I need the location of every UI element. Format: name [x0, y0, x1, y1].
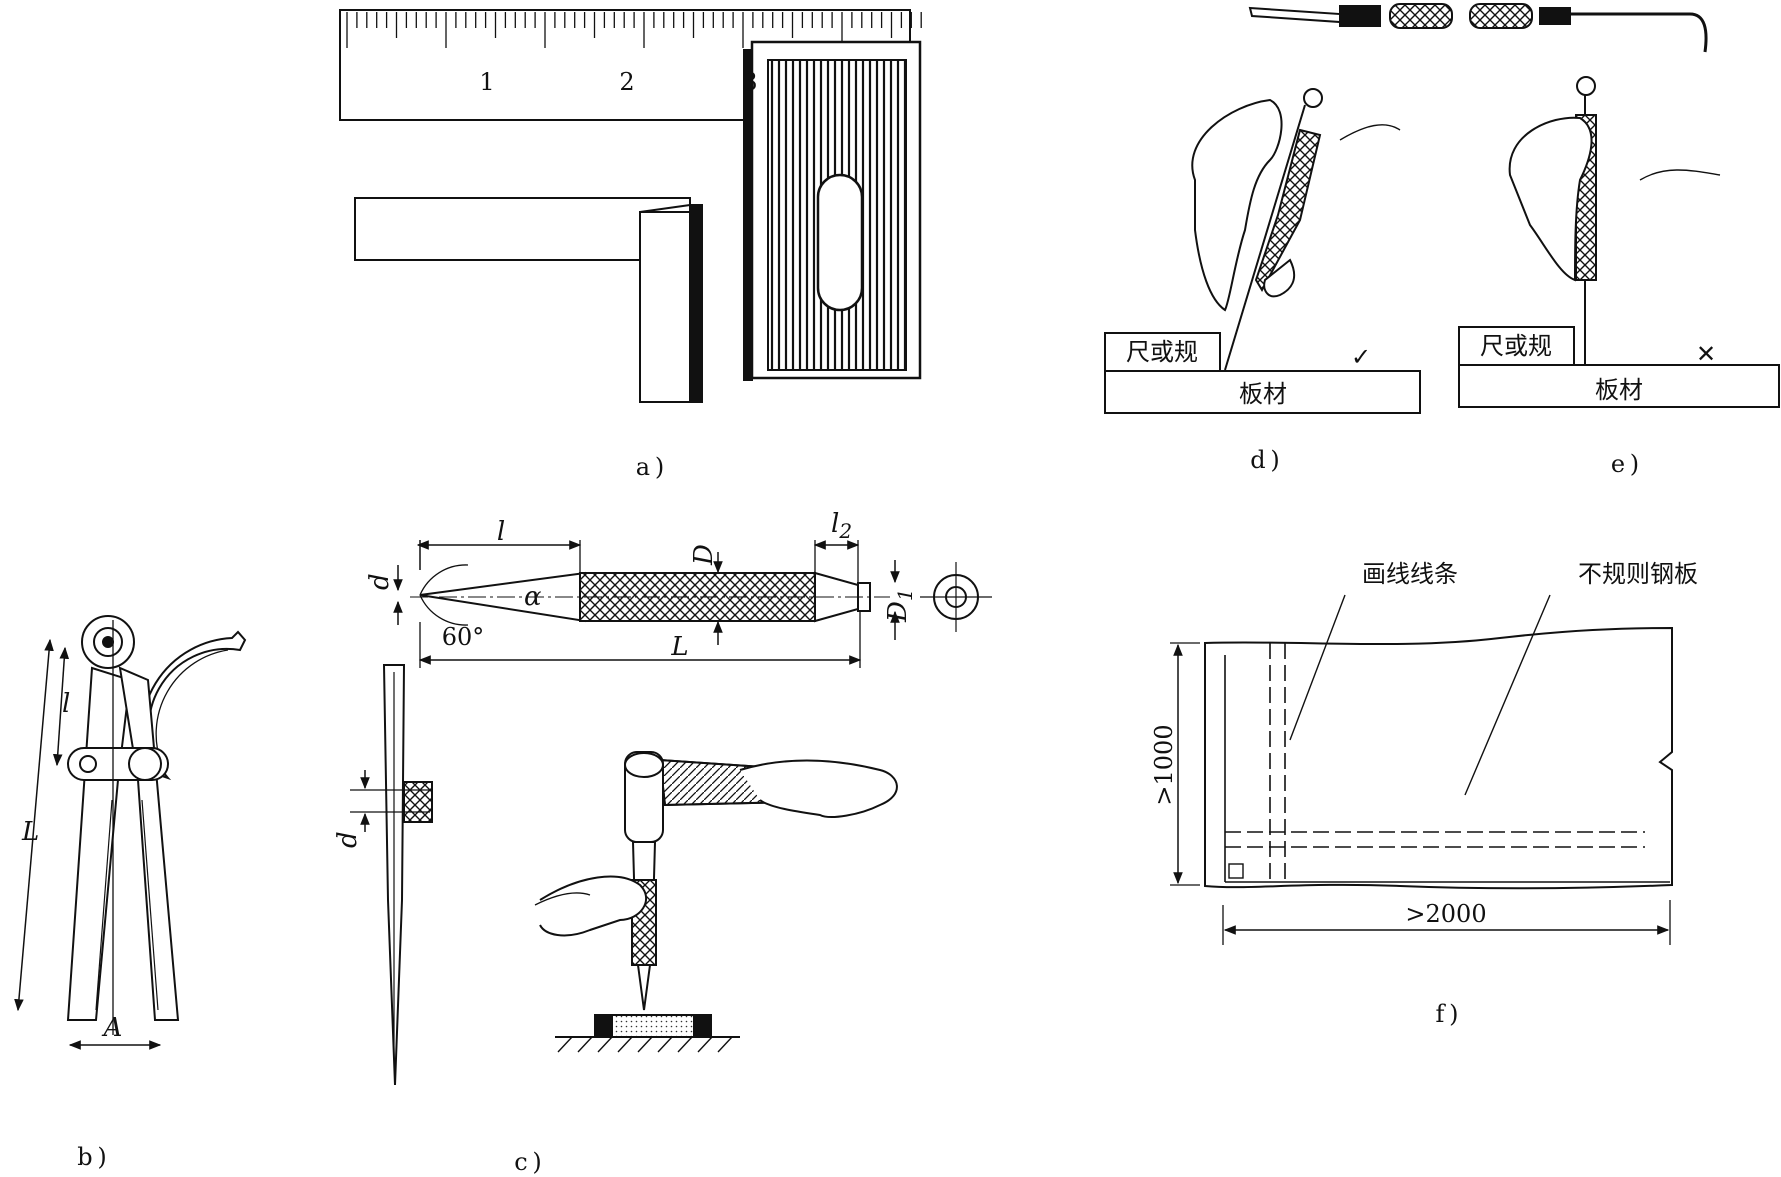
- panel-b-dividers: [14, 615, 247, 1050]
- caption-d: d ): [1250, 446, 1280, 474]
- dim-label-l2-c: l2: [831, 509, 852, 543]
- dim-label-D1-sub: 1: [893, 588, 917, 601]
- panel-f-line-label: 画线线条: [1362, 560, 1458, 588]
- panel-d-ruler-label: 尺或规: [1126, 338, 1198, 366]
- small-try-square: [354, 197, 703, 403]
- angle-alpha: α: [524, 582, 542, 612]
- caption-b: b ): [77, 1143, 107, 1171]
- ruler-number-3: 3: [742, 68, 757, 96]
- dim-label-l2-main: l: [831, 509, 839, 539]
- angle-60: 60°: [442, 623, 485, 651]
- panel-e-incorrect: [1458, 76, 1780, 408]
- caption-f: f ): [1435, 1000, 1458, 1028]
- dim-label-d2-c: d: [333, 831, 363, 848]
- panel-d-plate-label: 板材: [1239, 380, 1287, 408]
- panel-f-plate-label: 不规则钢板: [1578, 560, 1698, 588]
- dim-label-D1-c: D1: [883, 588, 917, 623]
- dim-label-L-c: L: [670, 632, 688, 662]
- panel-f-dim-height: >1000: [1150, 724, 1178, 805]
- dim-label-l-c: l: [497, 517, 505, 547]
- dim-label-D-c: D: [689, 544, 719, 566]
- dim-label-A-b: A: [102, 1013, 123, 1043]
- panel-f-dim-width: >2000: [1405, 900, 1486, 928]
- ruler-ticks: [346, 12, 922, 48]
- dim-label-d-c: d: [365, 573, 395, 590]
- panel-c-center-punch: [350, 540, 992, 1086]
- caption-e: e ): [1611, 450, 1639, 478]
- panel-e-plate-label: 板材: [1595, 376, 1643, 404]
- dim-label-l-b: l: [62, 689, 70, 719]
- panel-d-correct: [1104, 88, 1421, 414]
- scriber-tool: [1248, 3, 1708, 53]
- ruler-number-2: 2: [619, 68, 634, 96]
- panel-e-cross-mark: ✕: [1696, 340, 1716, 368]
- panel-e-ruler-label: 尺或规: [1480, 332, 1552, 360]
- panel-f-irregular-plate: [1170, 594, 1673, 945]
- caption-a: a ): [636, 453, 664, 481]
- caption-c: c ): [514, 1148, 542, 1176]
- large-try-square: [339, 9, 922, 381]
- dim-label-L-b: L: [21, 817, 39, 847]
- ruler-number-1: 1: [479, 68, 494, 96]
- dim-label-l2-sub: 2: [838, 519, 852, 543]
- panel-a-squares: [339, 9, 922, 403]
- dim-label-D1-main: D: [883, 601, 913, 623]
- panel-d-check-mark: ✓: [1351, 343, 1371, 371]
